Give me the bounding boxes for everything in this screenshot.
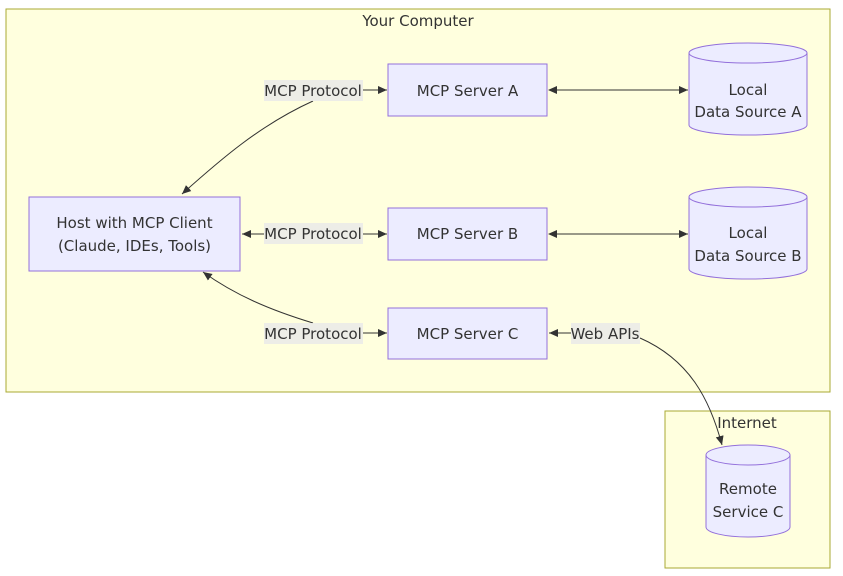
remote-line1: Remote [719, 480, 777, 498]
source-a-line2: Data Source A [694, 103, 802, 121]
server-a-label: MCP Server A [417, 82, 519, 100]
host-title: Host with MCP Client [56, 214, 212, 232]
server-b-label: MCP Server B [417, 225, 518, 243]
edge-protocol-c-to-host [202, 271, 314, 324]
internet-title: Internet [717, 414, 777, 432]
source-b-line1: Local [729, 224, 768, 242]
edges [181, 86, 724, 446]
protocol-c-label: MCP Protocol [264, 325, 362, 343]
protocol-a-label: MCP Protocol [264, 82, 362, 100]
edge-label-protocol-a: MCP Protocol [264, 80, 363, 101]
server-b-node: MCP Server B [387, 207, 548, 261]
source-a-line1: Local [729, 81, 768, 99]
edge-label-protocol-b: MCP Protocol [264, 223, 363, 244]
edge-label-protocol-c: MCP Protocol [264, 323, 363, 344]
your-computer-title: Your Computer [361, 12, 474, 30]
internet-subgraph: Internet [664, 410, 831, 569]
protocol-b-label: MCP Protocol [264, 225, 362, 243]
server-c-label: MCP Server C [417, 325, 519, 343]
remote-line2: Service C [713, 503, 784, 521]
edge-web-apis-to-remote [639, 337, 724, 446]
server-c-node: MCP Server C [387, 307, 548, 360]
server-a-node: MCP Server A [387, 63, 548, 117]
edge-label-web-apis: Web APIs [570, 323, 640, 344]
remote-service-c-cylinder: Remote Service C [705, 444, 791, 538]
host-subtitle: (Claude, IDEs, Tools) [58, 237, 211, 255]
host-node: Host with MCP Client (Claude, IDEs, Tool… [28, 196, 241, 272]
edge-protocol-a-to-host [181, 100, 314, 195]
data-source-a-cylinder: Local Data Source A [688, 42, 808, 136]
source-b-line2: Data Source B [694, 247, 801, 265]
web-apis-label: Web APIs [570, 325, 639, 343]
data-source-b-cylinder: Local Data Source B [688, 186, 808, 280]
